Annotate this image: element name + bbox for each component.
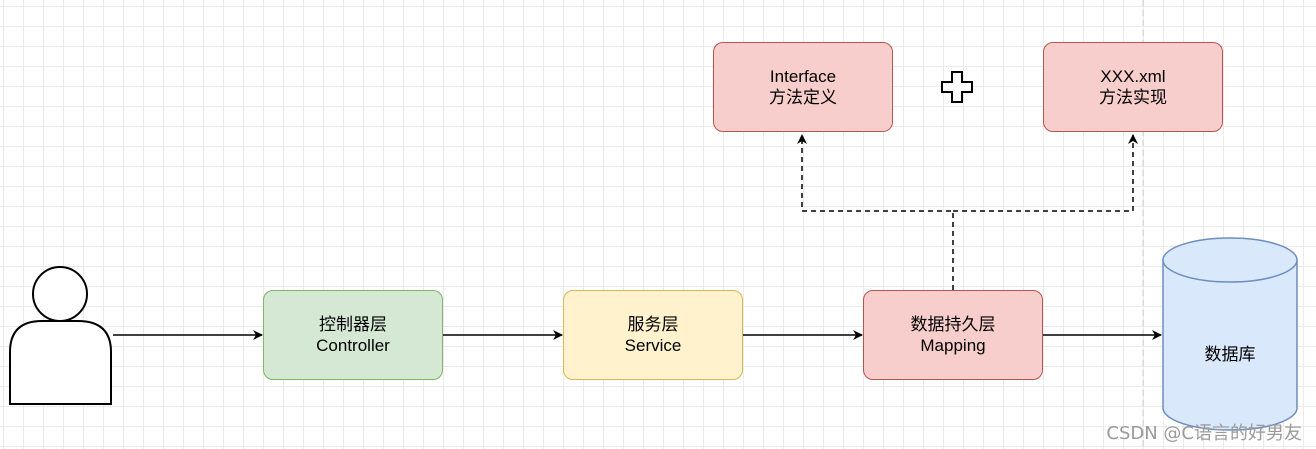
user-actor-icon[interactable] [9,266,112,405]
interface-subtitle: 方法定义 [769,88,837,107]
watermark-text: CSDN @C语言的好男友 [1106,423,1302,444]
dashed-arrow-mapping-to-xml [953,134,1138,212]
interface-title: Interface [769,67,837,86]
plus-icon [941,71,973,103]
mapping-layer-box[interactable]: 数据持久层 Mapping [863,290,1043,380]
xml-title: XXX.xml [1100,67,1166,86]
service-layer-title: 服务层 [627,315,679,334]
controller-layer-title: 控制器层 [319,315,387,334]
mapping-layer-subtitle: Mapping [920,336,986,355]
xml-subtitle: 方法实现 [1099,88,1167,107]
database-cylinder[interactable] [1162,237,1298,431]
controller-layer-box[interactable]: 控制器层 Controller [263,290,443,380]
dashed-arrow-mapping-to-interface [797,134,954,290]
xml-box[interactable]: XXX.xml 方法实现 [1043,42,1223,132]
database-label: 数据库 [1204,345,1256,364]
controller-layer-subtitle: Controller [316,336,390,355]
interface-box[interactable]: Interface 方法定义 [713,42,893,132]
mapping-layer-title: 数据持久层 [910,315,996,334]
service-layer-subtitle: Service [624,336,682,355]
service-layer-box[interactable]: 服务层 Service [563,290,743,380]
